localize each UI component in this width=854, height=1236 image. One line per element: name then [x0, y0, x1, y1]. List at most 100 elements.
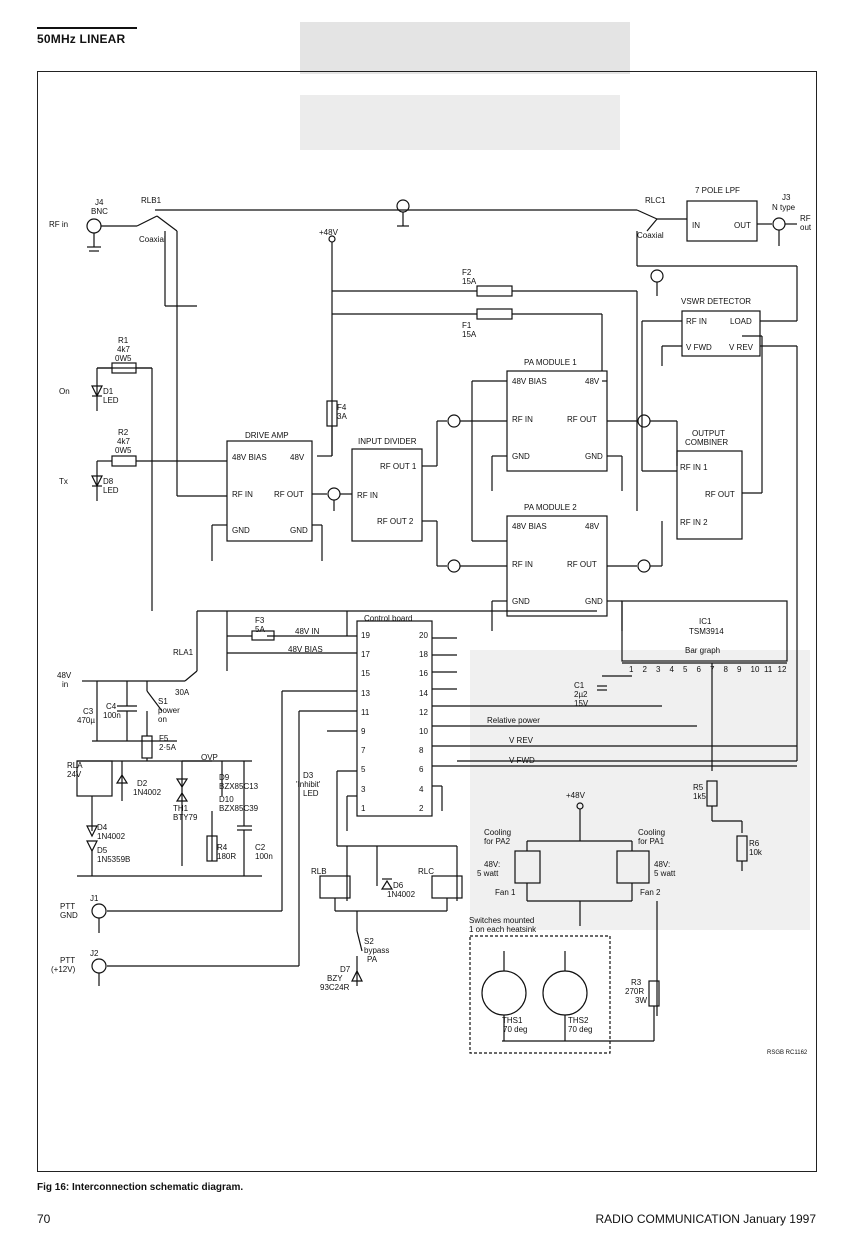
ic1-function: Bar graph: [685, 646, 721, 655]
j4-type: BNC: [91, 207, 108, 216]
combiner-title-1: OUTPUT: [692, 429, 725, 438]
on-label: On: [59, 387, 70, 396]
ths2-type: 70 deg: [568, 1025, 593, 1034]
rla-label: RLA: [67, 761, 83, 770]
ic1-part: TSM3914: [689, 627, 724, 636]
control-board-pin-7: 7: [361, 746, 366, 756]
d1-type: LED: [103, 396, 119, 405]
f1-value: 15A: [462, 330, 477, 339]
combiner-out: RF OUT: [705, 490, 735, 499]
ic1-pin-10: 10: [750, 665, 760, 674]
ths1-label: THS1: [502, 1016, 523, 1025]
rlb-label: RLB: [311, 867, 327, 876]
fan1-watt: 5 watt: [477, 869, 499, 878]
d3-label: D3: [303, 771, 314, 780]
lpf-out: OUT: [734, 221, 751, 230]
d10-type: BZX85C39: [219, 804, 259, 813]
f1-label: F1: [462, 321, 472, 330]
pa2-48v: 48V: [585, 522, 600, 531]
combiner-in1: RF IN 1: [680, 463, 708, 472]
ic1-pin-1: 1: [629, 665, 634, 674]
coax-left-label: Coaxial: [139, 235, 166, 244]
d9-type: BZX85C13: [219, 782, 259, 791]
net-vrev: V REV: [509, 736, 534, 745]
control-board-pin-10: 10: [419, 727, 428, 736]
control-board-pin-19: 19: [361, 631, 370, 640]
title-rule: [37, 27, 137, 29]
input-divider-out2: RF OUT 2: [377, 517, 414, 526]
d8-type: LED: [103, 486, 119, 495]
r4-value: 180R: [217, 852, 237, 861]
pa2-rfout: RF OUT: [567, 560, 597, 569]
ic1-pin-6: 6: [696, 665, 701, 674]
pa1-rfout: RF OUT: [567, 415, 597, 424]
d1-label: D1: [103, 387, 114, 396]
ths2-label: THS2: [568, 1016, 589, 1025]
c4-label: C4: [106, 702, 117, 711]
control-board-pin-4: 4: [419, 784, 424, 794]
f3-label: F3: [255, 616, 265, 625]
control-board-pin-11: 11: [361, 707, 370, 717]
r2-label: R2: [118, 428, 129, 437]
ths1-type: 70 deg: [503, 1025, 528, 1034]
drive-amp-bias: 48V BIAS: [232, 453, 267, 462]
s2-text-2: PA: [367, 955, 378, 964]
r4-label: R4: [217, 843, 228, 852]
r1-value-2: 0W5: [115, 354, 132, 363]
drive-amp-rfout: RF OUT: [274, 490, 304, 499]
f2-value: 15A: [462, 277, 477, 286]
vswr-load: LOAD: [730, 317, 752, 326]
tx-label: Tx: [59, 477, 68, 486]
fan2-note-2: for PA1: [638, 837, 665, 846]
j3-label: J3: [782, 193, 791, 202]
net-relative-power: Relative power: [487, 716, 540, 725]
coax-right-label: Coaxial: [637, 231, 664, 240]
d8-label: D8: [103, 477, 114, 486]
vswr-rfin: RF IN: [686, 317, 707, 326]
fan2-volt: 48V:: [654, 860, 671, 869]
control-board-pin-2: 2: [419, 803, 424, 813]
input-48v-1: 48V: [57, 671, 72, 680]
input-48v-2: in: [62, 680, 69, 689]
net-vfwd: V FWD: [509, 756, 535, 765]
pa2-gnd-2: GND: [585, 597, 603, 606]
control-board-pin-6: 6: [419, 765, 424, 775]
control-board-pin-1: 1: [361, 803, 366, 813]
d3-text-1: 'Inhibit': [296, 780, 321, 789]
diagram-labels: #labels span{position:absolute;white-spa…: [37, 71, 817, 1172]
pa1-gnd-2: GND: [585, 452, 603, 461]
pa1-bias: 48V BIAS: [512, 377, 547, 386]
d5-label: D5: [97, 846, 108, 855]
d4-label: D4: [97, 823, 108, 832]
rlc1-label: RLC1: [645, 196, 666, 205]
pa2-gnd-1: GND: [512, 597, 530, 606]
control-board-pin-14: 14: [419, 688, 428, 698]
input-divider-out1: RF OUT 1: [380, 462, 417, 471]
plus48v-label: +48V: [319, 228, 338, 237]
pa2-title: PA MODULE 2: [524, 503, 577, 512]
vswr-title: VSWR DETECTOR: [681, 297, 752, 306]
fan1-note-1: Cooling: [484, 828, 512, 837]
r6-value: 10k: [749, 848, 762, 857]
r3-value-1: 270R: [625, 987, 645, 996]
fan1-volt: 48V:: [484, 860, 501, 869]
fan1-note-2: for PA2: [484, 837, 511, 846]
r3-label: R3: [631, 978, 642, 987]
d6-label: D6: [393, 881, 404, 890]
th1-type: BTY79: [173, 813, 198, 822]
drive-amp-rfin: RF IN: [232, 490, 253, 499]
r2-value-1: 4k7: [117, 437, 130, 446]
th1-label: TH1: [173, 804, 189, 813]
s1-text-2: on: [158, 715, 167, 724]
control-board-pin-5: 5: [361, 765, 366, 775]
pa2-bias: 48V BIAS: [512, 522, 547, 531]
rla-voltage: 24V: [67, 770, 82, 779]
control-board-pin-18: 18: [419, 650, 428, 660]
control-board-pin-16: 16: [419, 669, 428, 679]
drive-amp-gnd-1: GND: [232, 526, 250, 535]
ic1-pin-4: 4: [669, 665, 674, 674]
f3-value: 5A: [255, 625, 265, 634]
f4-label: F4: [337, 403, 347, 412]
j3-type: N type: [772, 203, 796, 212]
section-title: 50MHz LINEAR: [37, 32, 126, 46]
